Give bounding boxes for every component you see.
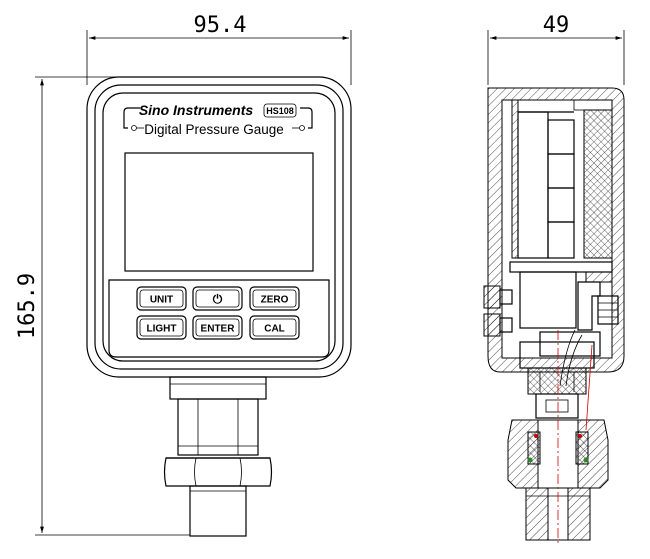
lcd-screen bbox=[124, 152, 314, 272]
dimension-front-width: 95.4 bbox=[86, 13, 352, 85]
seal-marker-left bbox=[534, 434, 538, 438]
brand-label: Sino Instruments bbox=[139, 102, 254, 118]
model-label: HS108 bbox=[266, 106, 294, 116]
cal-button[interactable]: CAL bbox=[249, 315, 300, 340]
front-view: Sino Instruments HS108 Digital Pressure … bbox=[86, 76, 352, 537]
dimension-side-width: 49 bbox=[487, 13, 625, 85]
unit-button[interactable]: UNIT bbox=[136, 286, 187, 311]
side-section-view bbox=[483, 87, 625, 545]
power-button[interactable]: ⏻ bbox=[192, 286, 243, 311]
hex-nut bbox=[163, 457, 273, 487]
sensor-wire bbox=[559, 329, 576, 387]
seal-right bbox=[583, 457, 589, 463]
enter-button-label: ENTER bbox=[201, 324, 236, 335]
front-width-label: 95.4 bbox=[194, 13, 247, 38]
power-icon: ⏻ bbox=[213, 292, 223, 306]
zero-button-label: ZERO bbox=[261, 295, 289, 306]
label-bracket-right bbox=[300, 107, 313, 129]
thread-connector bbox=[189, 485, 247, 537]
enter-button[interactable]: ENTER bbox=[192, 315, 243, 340]
side-connector-left bbox=[483, 285, 513, 337]
seal-left bbox=[527, 457, 533, 463]
unit-button-label: UNIT bbox=[150, 295, 173, 306]
zero-button[interactable]: ZERO bbox=[249, 286, 300, 311]
model-badge bbox=[263, 103, 297, 118]
housing-face bbox=[102, 92, 336, 362]
pcb-stack bbox=[511, 99, 575, 259]
seal-marker-right bbox=[578, 434, 582, 438]
height-label: 165.9 bbox=[15, 273, 40, 339]
centerline-2 bbox=[585, 344, 593, 431]
lower-board bbox=[509, 261, 613, 357]
light-button-label: LIGHT bbox=[147, 324, 177, 335]
keypad-panel bbox=[108, 279, 330, 358]
cal-button-label: CAL bbox=[264, 324, 285, 335]
dimension-height: 165.9 bbox=[15, 76, 190, 536]
sensor-wire-2 bbox=[565, 334, 583, 387]
side-width-label: 49 bbox=[543, 13, 570, 38]
side-screw-right bbox=[597, 295, 619, 325]
sensor-neck bbox=[519, 341, 595, 419]
display-module bbox=[583, 109, 613, 259]
subtitle-label: Digital Pressure Gauge bbox=[144, 122, 284, 137]
label-bracket-left bbox=[123, 107, 140, 129]
light-button[interactable]: LIGHT bbox=[136, 315, 187, 340]
pressure-stem bbox=[169, 376, 267, 456]
housing-bezel bbox=[94, 84, 344, 370]
